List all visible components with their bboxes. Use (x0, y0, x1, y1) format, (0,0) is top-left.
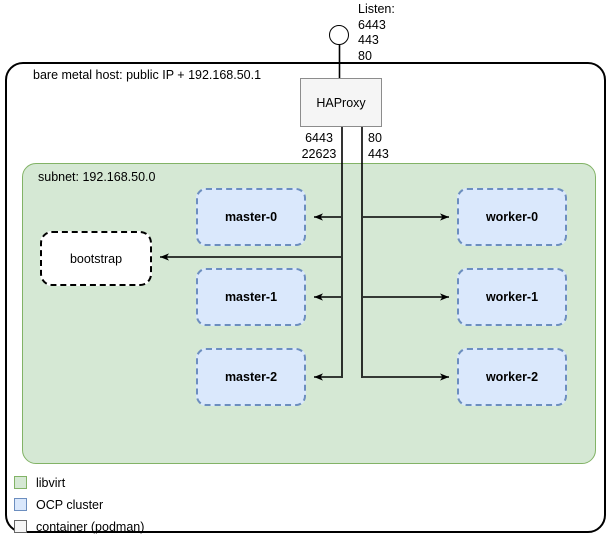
node-worker-0: worker-0 (457, 188, 567, 246)
haproxy-box: HAProxy (300, 78, 382, 127)
listen-ports-label: Listen: 6443 443 80 (358, 2, 395, 63)
node-worker-2: worker-2 (457, 348, 567, 406)
bare-metal-host-label: bare metal host: public IP + 192.168.50.… (33, 68, 262, 82)
node-master-1-label: master-1 (224, 290, 278, 304)
legend-item-ocp-cluster: OCP cluster (14, 495, 254, 514)
legend-item-libvirt: libvirt (14, 473, 254, 492)
legend-swatch-libvirt (14, 476, 27, 489)
legend-label-ocp-cluster: OCP cluster (36, 497, 104, 512)
node-worker-2-label: worker-2 (485, 370, 539, 384)
legend-swatch-container-podman (14, 520, 27, 533)
node-master-2-label: master-2 (224, 370, 278, 384)
node-master-0: master-0 (196, 188, 306, 246)
subnet-label: subnet: 192.168.50.0 (38, 170, 156, 184)
haproxy-ports-left-label: 6443 22623 (301, 131, 337, 161)
node-bootstrap: bootstrap (40, 231, 152, 286)
legend-swatch-ocp-cluster (14, 498, 27, 511)
node-worker-1-label: worker-1 (485, 290, 539, 304)
node-worker-0-label: worker-0 (485, 210, 539, 224)
node-master-0-label: master-0 (224, 210, 278, 224)
haproxy-ports-right-label: 80 443 (368, 131, 389, 161)
node-bootstrap-label: bootstrap (69, 251, 123, 266)
legend-label-libvirt: libvirt (36, 475, 66, 490)
node-worker-1: worker-1 (457, 268, 567, 326)
node-master-2: master-2 (196, 348, 306, 406)
legend-item-container-podman: container (podman) (14, 517, 254, 536)
legend: libvirt OCP cluster container (podman) (14, 473, 254, 538)
legend-label-container-podman: container (podman) (36, 519, 145, 534)
haproxy-label: HAProxy (316, 95, 366, 110)
node-master-1: master-1 (196, 268, 306, 326)
uplink-endpoint-circle (329, 25, 349, 45)
